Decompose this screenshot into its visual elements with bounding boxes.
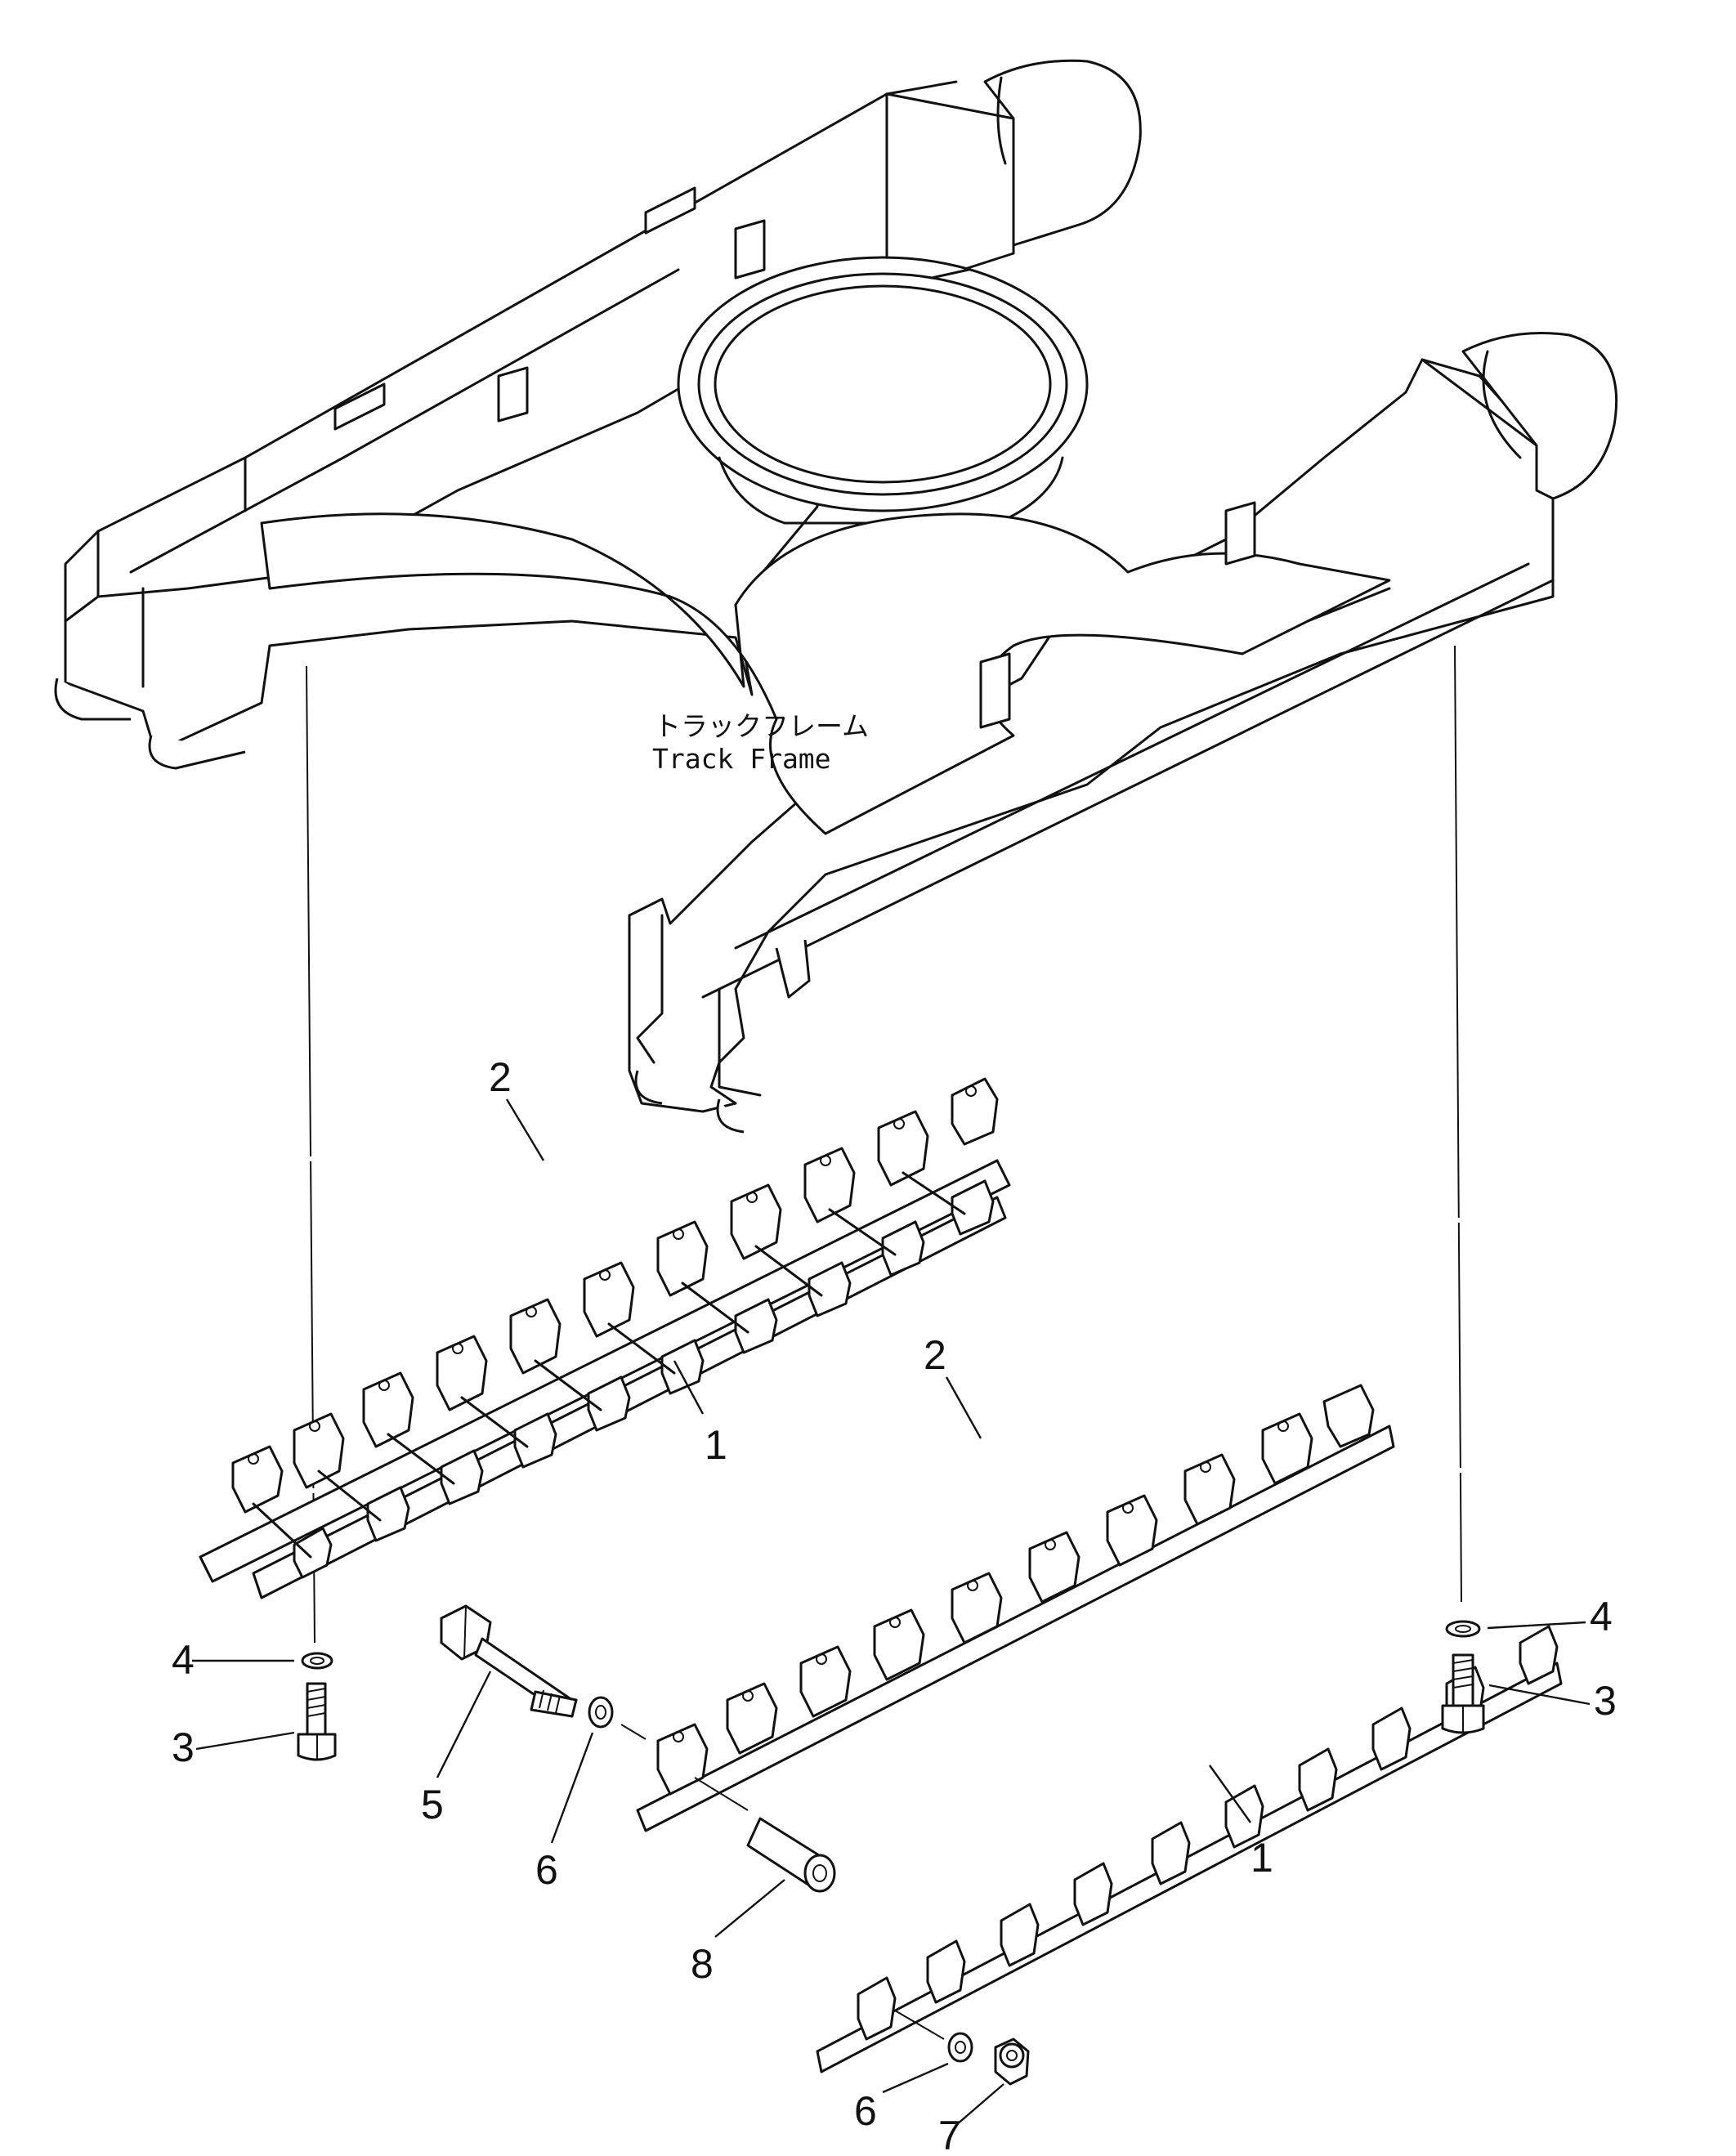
callout-7: 7: [938, 2113, 961, 2156]
long-bolt-5: [440, 1604, 578, 1718]
upper-guard-bolt-holes: [248, 1085, 977, 1465]
right-mounting-hardware: [1441, 1620, 1485, 1734]
track-frame: [54, 59, 1618, 1134]
leader-lines: [192, 1098, 1591, 2126]
washer-6-upper: [588, 1696, 614, 1729]
callout-4-right: 4: [1590, 1594, 1613, 1639]
callout-6-upper: 6: [535, 1847, 558, 1893]
callout-numbers: 2 1 2 1 4 3 4 3 5 6 8 6 7: [172, 1054, 1617, 2156]
right-washer-4: [1445, 1620, 1481, 1638]
callout-6-lower: 6: [854, 2088, 877, 2134]
callout-3-left: 3: [172, 1724, 195, 1770]
right-bolt-3: [1441, 1653, 1485, 1734]
callout-1-upper: 1: [705, 1422, 727, 1468]
upper-guard-crossbars: [252, 1171, 966, 1559]
track-frame-label-english: Track Frame: [652, 743, 831, 775]
upper-guard-assembly: [199, 1077, 1011, 1599]
nut-7: [994, 2037, 1030, 2086]
left-bolt-3: [297, 1682, 337, 1761]
swing-circle-ring: [677, 256, 1089, 525]
callout-2-lower: 2: [924, 1332, 946, 1378]
hidden-axis-washer-upper: [620, 1724, 647, 1740]
hidden-axis-spacer: [694, 1777, 749, 1811]
callout-8: 8: [691, 1941, 714, 1987]
left-washer-4: [301, 1652, 333, 1670]
callout-5: 5: [421, 1782, 444, 1827]
callout-1-lower: 1: [1251, 1835, 1273, 1881]
upper-guard-brackets: [231, 1077, 999, 1579]
hidden-axis-nut: [894, 2010, 945, 2040]
left-mounting-hardware: [297, 1652, 337, 1761]
lower-guard-assembly: [636, 1384, 1563, 2073]
track-frame-label: トラックフレーム Track Frame: [652, 710, 869, 775]
lower-back-brackets: [656, 1384, 1375, 1796]
track-frame-label-japanese: トラックフレーム: [654, 710, 869, 742]
callout-4-left: 4: [172, 1637, 195, 1683]
callout-2-upper: 2: [489, 1054, 512, 1100]
spacer-8: [746, 1817, 836, 1893]
callout-3-right: 3: [1594, 1678, 1617, 1724]
washer-6-lower: [947, 2032, 973, 2063]
